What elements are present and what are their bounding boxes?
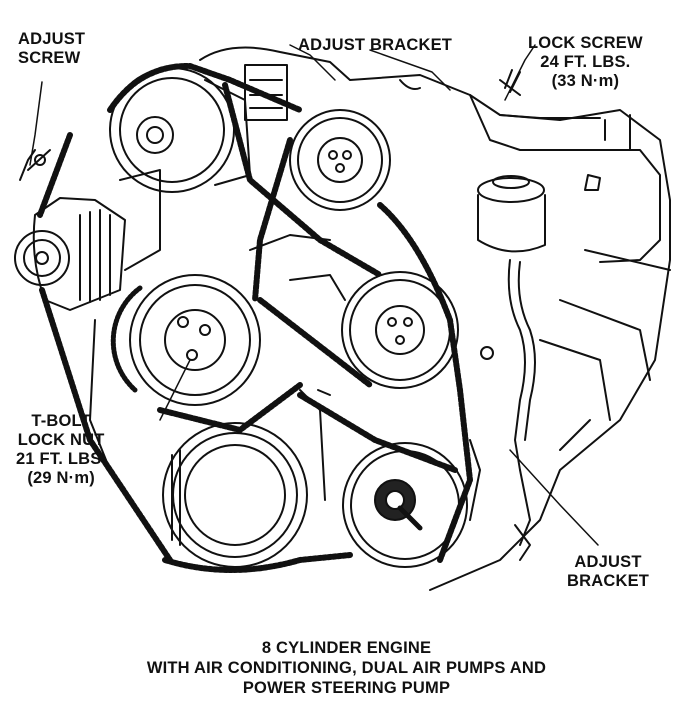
adjust-screw-line-1: ADJUST bbox=[18, 30, 86, 48]
t-bolt-line-1: T-BOLT bbox=[31, 412, 91, 430]
caption-line-1: 8 CYLINDER ENGINE bbox=[261, 639, 432, 657]
adjust-screw-line-2: SCREW bbox=[18, 49, 81, 67]
lock-screw-label: LOCK SCREW 24 FT. LBS. (33 N·m) bbox=[528, 34, 643, 91]
adjust-bracket-bottom-label: ADJUST BRACKET bbox=[567, 553, 649, 591]
caption-line-2: WITH AIR CONDITIONING, DUAL AIR PUMPS AN… bbox=[146, 659, 547, 677]
crankshaft-damper bbox=[162, 422, 308, 568]
leader-lines bbox=[29, 44, 599, 546]
caption-line-3: POWER STEERING PUMP bbox=[242, 679, 451, 697]
lock-screw-line-1: LOCK SCREW bbox=[528, 34, 643, 52]
t-bolt-label: T-BOLT LOCK NUT 21 FT. LBS. (29 N·m) bbox=[16, 412, 106, 488]
power-steering-reservoir bbox=[477, 175, 546, 546]
adjust-bracket-top-label: ADJUST BRACKET bbox=[298, 36, 452, 55]
adjust-bracket-bottom-line-1: ADJUST bbox=[574, 553, 642, 571]
adjust-screw-hardware bbox=[27, 149, 51, 171]
power-steering-pump-pulley bbox=[342, 442, 468, 568]
lock-screw-line-3: (33 N·m) bbox=[551, 72, 620, 90]
air-pump-pulley bbox=[341, 271, 494, 389]
lock-screw-line-2: 24 FT. LBS. bbox=[540, 53, 631, 71]
t-bolt-line-4: (29 N·m) bbox=[27, 469, 95, 487]
alternator bbox=[14, 149, 126, 311]
upper-idler-pulley bbox=[289, 109, 391, 211]
adjust-screw-label: ADJUST SCREW bbox=[18, 30, 85, 68]
figure-caption: 8 CYLINDER ENGINE WITH AIR CONDITIONING,… bbox=[0, 638, 693, 698]
water-pump-pulley bbox=[110, 274, 261, 406]
t-bolt-line-2: LOCK NUT bbox=[17, 431, 105, 449]
adjust-bracket-bottom-line-2: BRACKET bbox=[567, 572, 650, 590]
adjust-bracket-top-text: ADJUST BRACKET bbox=[298, 36, 453, 54]
lock-screw-hardware bbox=[399, 69, 521, 96]
drive-belts bbox=[37, 62, 473, 573]
t-bolt-line-3: 21 FT. LBS. bbox=[16, 450, 107, 468]
